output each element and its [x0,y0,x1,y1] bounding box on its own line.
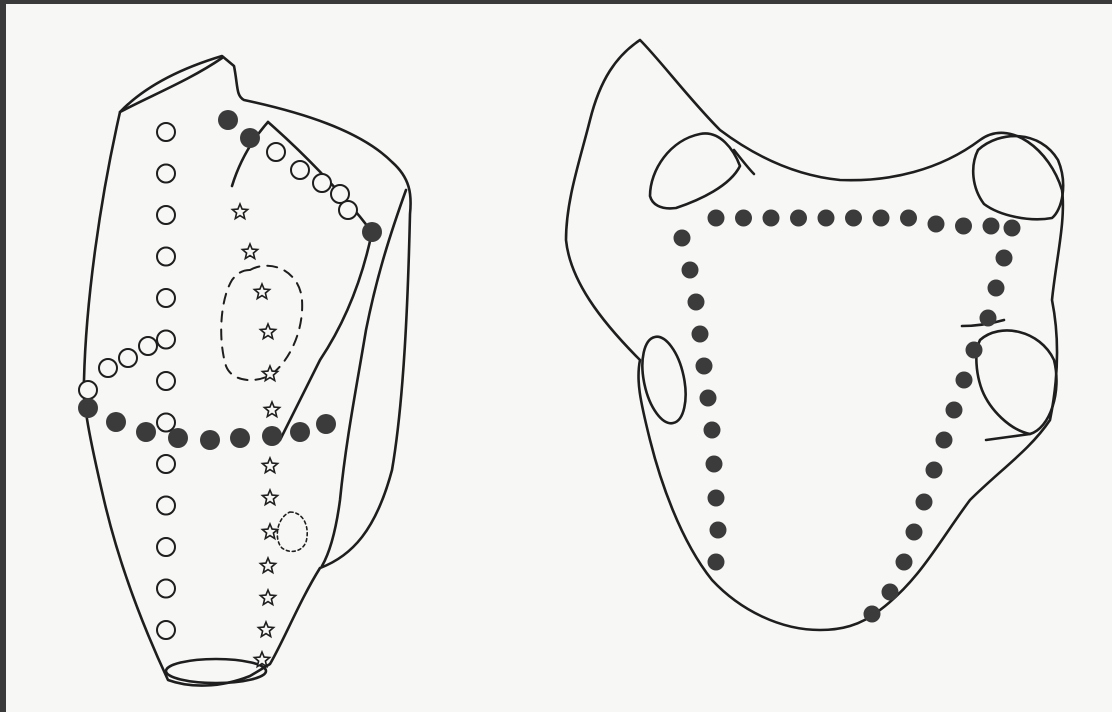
filled-dot-marker [240,128,260,148]
filled-dot-marker [926,462,943,479]
open-circle-marker [291,161,309,179]
open-circle-marker [157,538,175,556]
open-circle-marker [157,248,175,266]
open-circle-marker [313,174,331,192]
filled-dot-marker [936,432,953,449]
filled-dot-marker [708,210,725,227]
filled-dot-marker [708,554,725,571]
filled-dot-marker [946,402,963,419]
open-circle-marker [119,349,137,367]
filled-dot-marker [966,342,983,359]
open-circle-marker [157,414,175,432]
filled-dot-marker [78,398,98,418]
open-circle-marker [99,359,117,377]
paper-background [6,4,1112,712]
filled-dot-marker [996,250,1013,267]
filled-dot-marker [1004,220,1021,237]
filled-dot-marker [106,412,126,432]
filled-dot-marker [218,110,238,130]
open-circle-marker [157,372,175,390]
open-circle-marker [157,165,175,183]
filled-dot-marker [674,230,691,247]
filled-dot-marker [735,210,752,227]
filled-dot-marker [916,494,933,511]
open-circle-marker [157,497,175,515]
filled-dot-marker [316,414,336,434]
filled-dot-marker [708,490,725,507]
open-circle-marker [139,337,157,355]
filled-dot-marker [864,606,881,623]
open-circle-marker [157,621,175,639]
filled-dot-marker [362,222,382,242]
filled-dot-marker [290,422,310,442]
filled-dot-marker [900,210,917,227]
open-circle-marker [157,123,175,141]
filled-dot-marker [988,280,1005,297]
open-circle-marker [339,201,357,219]
filled-dot-marker [845,210,862,227]
filled-dot-marker [980,310,997,327]
filled-dot-marker [955,218,972,235]
filled-dot-marker [168,428,188,448]
open-circle-marker [267,143,285,161]
filled-dot-marker [692,326,709,343]
filled-dot-marker [710,522,727,539]
filled-dot-marker [818,210,835,227]
filled-dot-marker [983,218,1000,235]
filled-dot-marker [763,210,780,227]
filled-dot-marker [682,262,699,279]
filled-dot-marker [790,210,807,227]
filled-dot-marker [200,430,220,450]
filled-dot-marker [700,390,717,407]
filled-dot-marker [706,456,723,473]
filled-dot-marker [688,294,705,311]
filled-dot-marker [136,422,156,442]
filled-dot-marker [230,428,250,448]
filled-dot-marker [704,422,721,439]
open-circle-marker [157,206,175,224]
open-circle-marker [157,455,175,473]
open-circle-marker [157,580,175,598]
filled-dot-marker [873,210,890,227]
filled-dot-marker [956,372,973,389]
filled-dot-marker [696,358,713,375]
filled-dot-marker [928,216,945,233]
open-circle-marker [79,381,97,399]
open-circle-marker [157,331,175,349]
filled-dot-marker [882,584,899,601]
filled-dot-marker [906,524,923,541]
open-circle-marker [157,289,175,307]
filled-dot-marker [262,426,282,446]
filled-dot-marker [896,554,913,571]
